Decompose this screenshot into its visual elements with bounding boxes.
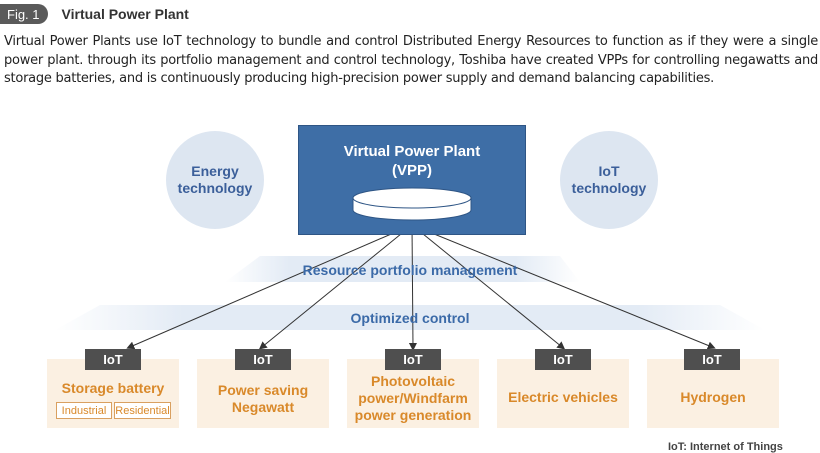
photovoltaic-line3: power generation xyxy=(354,407,472,423)
iot-tag-storage-battery: IoT xyxy=(85,349,141,370)
optimized-control-label: Optimized control xyxy=(350,310,470,326)
vpp-title: Virtual Power Plant (VPP) xyxy=(299,142,525,180)
power-saving-label: Power saving Negawatt xyxy=(197,382,329,416)
resource-box-photovoltaic xyxy=(347,359,479,428)
database-disk-icon xyxy=(352,187,472,221)
iot-technology-line1: IoT xyxy=(598,163,620,179)
iot-tag-hydrogen: IoT xyxy=(684,349,740,370)
iot-technology-label: IoT technology xyxy=(560,163,658,197)
resource-box-power-saving xyxy=(197,359,329,428)
power-saving-line2: Negawatt xyxy=(231,399,295,415)
footnote: IoT: Internet of Things xyxy=(668,441,783,453)
figure-title: Virtual Power Plant xyxy=(61,6,189,22)
storage-battery-label: Storage battery xyxy=(61,380,165,396)
energy-technology-label: Energy technology xyxy=(166,163,264,197)
industrial-tag: Industrial xyxy=(56,402,112,419)
vpp-title-line2: (VPP) xyxy=(391,162,432,179)
resource-box-hydrogen xyxy=(647,359,779,428)
electric-vehicles-label: Electric vehicles xyxy=(508,389,618,405)
iot-tag-power-saving: IoT xyxy=(235,349,291,370)
iot-technology-line2: technology xyxy=(571,180,647,196)
figure-badge: Fig. 1 xyxy=(0,4,48,24)
energy-technology-circle xyxy=(166,131,264,229)
power-saving-line1: Power saving xyxy=(217,382,309,398)
resource-box-electric-vehicles xyxy=(497,359,629,428)
photovoltaic-label: Photovoltaic power/Windfarm power genera… xyxy=(339,373,487,424)
portfolio-band xyxy=(225,256,580,282)
iot-tag-electric-vehicles: IoT xyxy=(535,349,591,370)
iot-tag-photovoltaic: IoT xyxy=(385,349,441,370)
portfolio-band-label: Resource portfolio management xyxy=(302,262,518,278)
photovoltaic-line1: Photovoltaic xyxy=(370,373,455,389)
connection-lines xyxy=(126,224,716,351)
iot-technology-circle xyxy=(560,131,658,229)
hydrogen-label: Hydrogen xyxy=(680,389,746,405)
optimized-control-band xyxy=(55,305,765,330)
vpp-box: Virtual Power Plant (VPP) xyxy=(298,125,526,235)
energy-technology-line2: technology xyxy=(177,180,253,196)
photovoltaic-line2: power/Windfarm xyxy=(358,390,468,406)
figure-header: Fig. 1 Virtual Power Plant xyxy=(0,4,189,24)
energy-technology-line1: Energy xyxy=(191,163,239,179)
vpp-title-line1: Virtual Power Plant xyxy=(343,143,481,160)
figure-caption: Virtual Power Plants use IoT technology … xyxy=(4,34,818,86)
residential-tag: Residential xyxy=(114,402,171,419)
